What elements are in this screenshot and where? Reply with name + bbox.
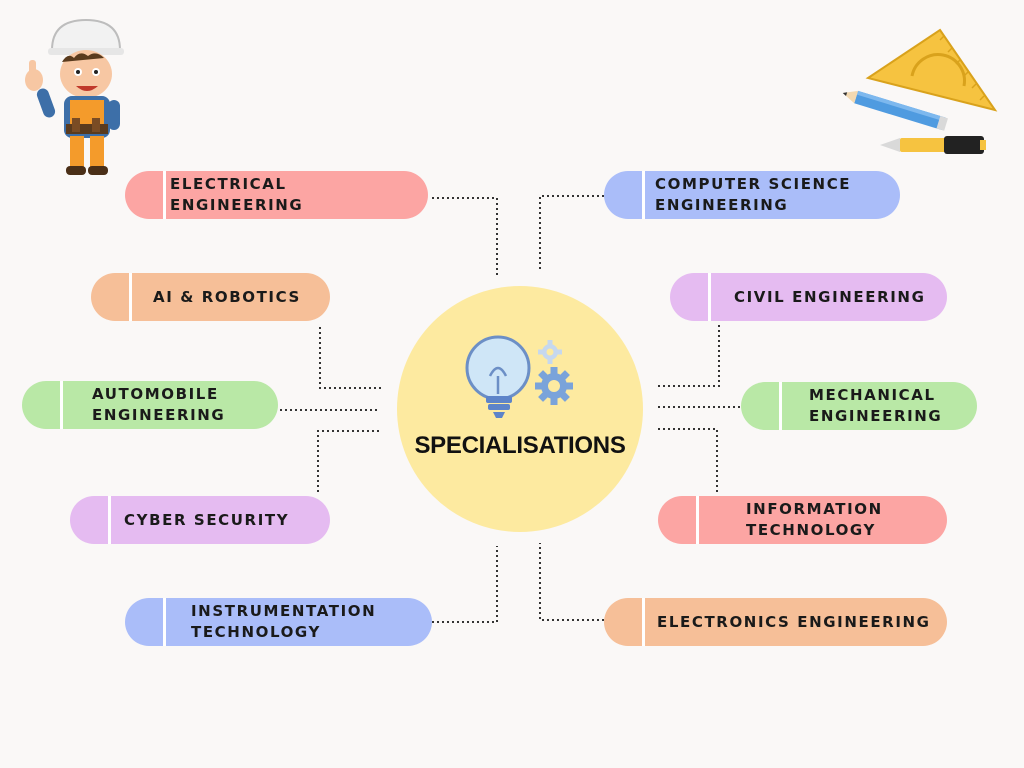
node-ai-robotics: AI & ROBOTICS bbox=[91, 273, 330, 321]
node-automobile-engineering: AUTOMOBILE ENGINEERING bbox=[22, 381, 278, 429]
node-label: MECHANICAL ENGINEERING bbox=[809, 386, 943, 425]
connector-information-technology bbox=[658, 428, 718, 492]
node-instrumentation-technology: INSTRUMENTATION TECHNOLOGY bbox=[125, 598, 432, 646]
connector-electronics bbox=[539, 543, 604, 621]
connector-computer-science bbox=[539, 195, 604, 272]
node-label: AUTOMOBILE ENGINEERING bbox=[92, 385, 226, 424]
node-information-technology: INFORMATION TECHNOLOGY bbox=[658, 496, 947, 544]
node-electrical-engineering: ELECTRICAL ENGINEERING bbox=[125, 171, 428, 219]
connector-ai-robotics bbox=[319, 327, 382, 389]
node-label: ELECTRICAL ENGINEERING bbox=[170, 175, 304, 214]
center-circle bbox=[397, 286, 643, 532]
node-label: CIVIL ENGINEERING bbox=[734, 287, 926, 306]
hub-title: SPECIALISATIONS bbox=[414, 432, 626, 459]
node-electronics-engineering: ELECTRONICS ENGINEERING bbox=[604, 598, 947, 646]
node-mechanical-engineering: MECHANICAL ENGINEERING bbox=[741, 382, 977, 430]
node-label: INSTRUMENTATION TECHNOLOGY bbox=[191, 602, 377, 641]
connector-instrumentation bbox=[432, 546, 498, 623]
node-civil-engineering: CIVIL ENGINEERING bbox=[670, 273, 947, 321]
node-label: COMPUTER SCIENCE ENGINEERING bbox=[655, 175, 852, 214]
node-label: INFORMATION TECHNOLOGY bbox=[746, 500, 883, 539]
lightbulb-gear-icon bbox=[465, 335, 573, 418]
ruler-pencil-icon bbox=[842, 28, 998, 154]
node-cyber-security: CYBER SECURITY bbox=[70, 496, 330, 544]
node-label: CYBER SECURITY bbox=[124, 510, 290, 529]
node-computer-science-engineering: COMPUTER SCIENCE ENGINEERING bbox=[604, 171, 900, 219]
connector-cyber-security bbox=[317, 430, 382, 492]
connector-civil bbox=[658, 325, 720, 387]
node-label: ELECTRONICS ENGINEERING bbox=[657, 612, 931, 631]
construction-worker-icon bbox=[25, 18, 124, 175]
node-label: AI & ROBOTICS bbox=[153, 287, 301, 306]
connector-electrical bbox=[432, 197, 498, 275]
